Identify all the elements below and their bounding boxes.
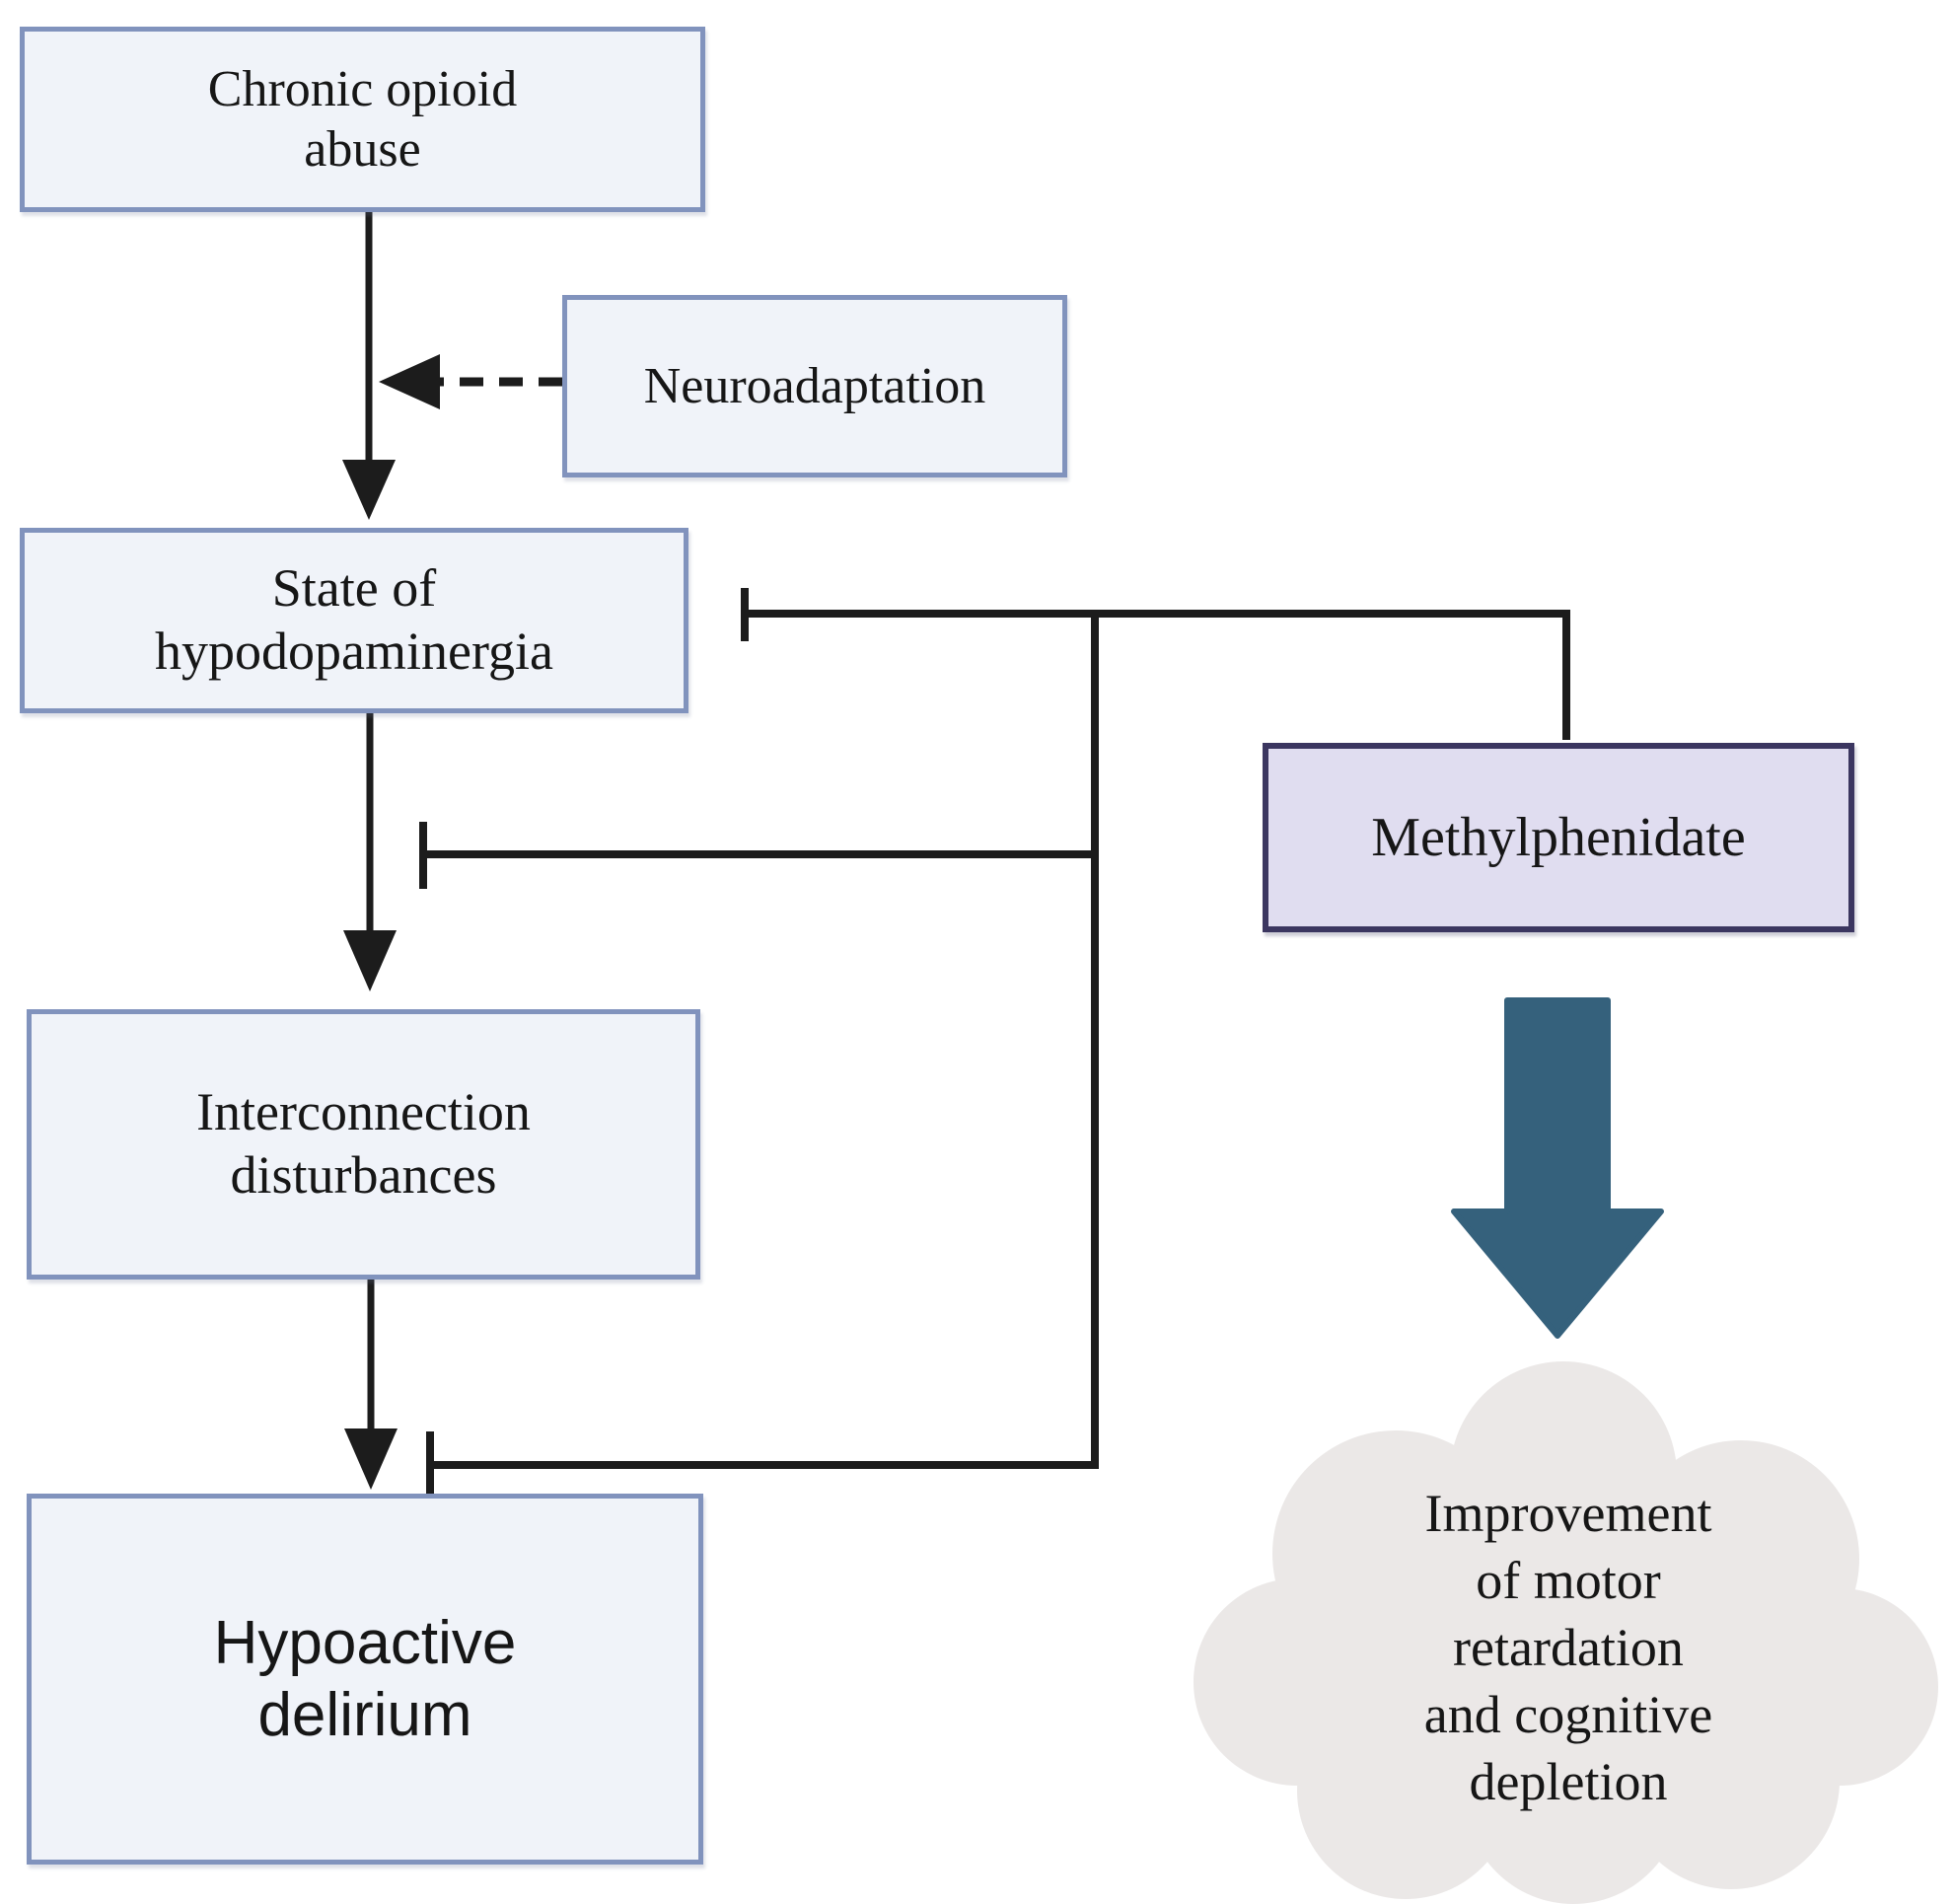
outcome-cloud-label: Improvement of motor retardation and cog… [1423,1483,1713,1812]
dashed-arrow-neuroadaptation [379,354,562,409]
node-neuroadaptation: Neuroadaptation [562,295,1067,477]
inhibitor-methylphenidate-to-state [741,588,1570,740]
node-methylphenidate-label: Methylphenidate [1371,806,1746,868]
node-methylphenidate: Methylphenidate [1263,743,1854,932]
block-arrow-methylphenidate-effect [1451,997,1664,1339]
outcome-cloud [1194,1361,1938,1904]
node-chronic-opioid-abuse-label: Chronic opioid abuse [207,60,518,178]
arrow-state-to-interconnection [343,713,397,991]
node-neuroadaptation-label: Neuroadaptation [643,357,986,414]
arrow-chronic-to-state [342,212,396,520]
node-interconnection-disturbances-label: Interconnection disturbances [196,1082,531,1205]
node-state-of-hypodopaminergia-label: State of hypodopaminergia [155,558,553,681]
node-interconnection-disturbances: Interconnection disturbances [27,1009,700,1280]
node-hypoactive-delirium-label: Hypoactive delirium [213,1608,517,1749]
node-chronic-opioid-abuse: Chronic opioid abuse [20,27,705,212]
arrow-interconnection-to-hypoactive [344,1280,398,1490]
node-hypoactive-delirium: Hypoactive delirium [27,1494,703,1865]
node-state-of-hypodopaminergia: State of hypodopaminergia [20,528,688,713]
inhibitor-methylphenidate-to-arrow-interconnection-hypoactive [426,1431,1095,1501]
inhibitor-methylphenidate-to-arrow-state-interconnection [419,822,1095,889]
